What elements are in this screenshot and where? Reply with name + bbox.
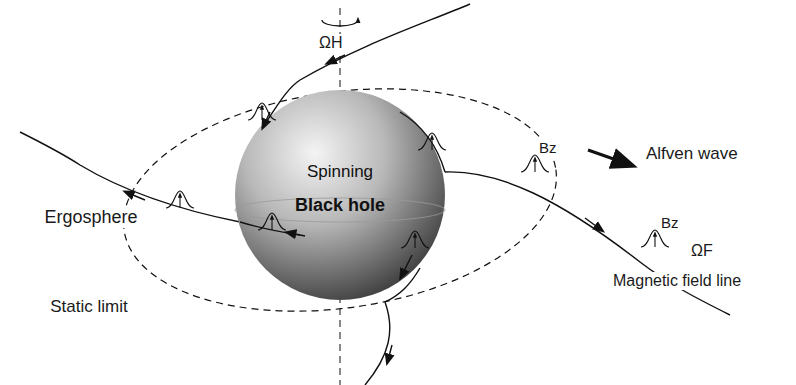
field-arrow (534, 159, 535, 172)
wave-pulse (258, 213, 286, 230)
diagram-label: Ergosphere (43, 208, 138, 228)
field-line (262, 80, 300, 128)
diagram-label: Bz (660, 215, 680, 232)
field-arrow (654, 234, 655, 247)
diagram-label: Magnetic field line (612, 272, 742, 290)
diagram-label: ΩF (690, 242, 714, 260)
ergosphere-boundary (109, 63, 571, 338)
black-hole-node: SpinningBlack hole (235, 90, 445, 300)
field-arrow (585, 218, 600, 229)
diagram-label: Bz (538, 140, 558, 157)
field-arrow (179, 195, 180, 208)
field-arrow (414, 235, 415, 248)
field-arrow (388, 345, 392, 360)
field-arrow (330, 55, 345, 62)
wave-pulse (521, 155, 549, 172)
field-arrow (431, 137, 432, 150)
field-line (400, 112, 445, 172)
wave-pulses (166, 103, 669, 248)
wave-pulse (248, 103, 276, 120)
field-arrow (402, 255, 412, 275)
diagram-label: Static limit (49, 298, 128, 317)
field-line (300, 4, 470, 80)
rotation-arrow (322, 20, 358, 26)
diagram-label: ΩH (318, 34, 344, 52)
field-arrow (261, 107, 262, 120)
node-text: Spinning (235, 162, 445, 182)
field-line (365, 302, 390, 385)
wave-pulse (418, 133, 446, 150)
wave-pulse (166, 191, 194, 208)
alfven-arrow (588, 150, 625, 163)
wave-pulse (641, 230, 669, 247)
node-text: Black hole (235, 195, 445, 216)
diagram-label: Alfven wave (645, 145, 739, 164)
field-arrow (271, 217, 272, 230)
field-arrow (290, 233, 305, 236)
field-arrow (128, 193, 145, 200)
field-line (445, 172, 730, 315)
wave-pulse (401, 231, 429, 248)
